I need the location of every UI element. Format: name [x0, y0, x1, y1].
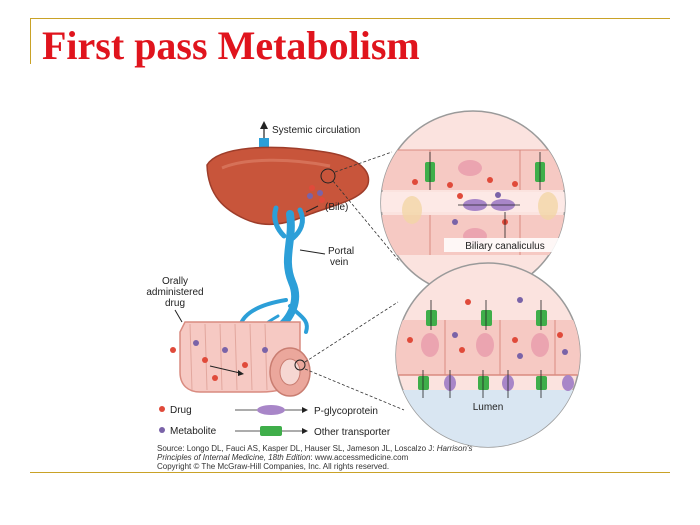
bile-drug-dot — [319, 197, 325, 203]
systemic-arrowhead — [260, 121, 268, 129]
cell-border — [444, 320, 556, 375]
legend-other-swatch — [260, 426, 282, 436]
liver-highlight — [221, 158, 331, 170]
copyright-line: Copyright © The McGraw-Hill Companies, I… — [157, 462, 389, 471]
portal-vein-pointer — [299, 249, 326, 255]
metabolite-dot — [562, 349, 568, 355]
intestine-drug-dot — [212, 375, 218, 381]
intestine-zoom-marker — [294, 359, 306, 371]
metabolite-dot — [452, 332, 458, 338]
bile-label: (Bile) — [325, 202, 348, 213]
slide-title: First pass Metabolism — [42, 23, 420, 68]
bile-metabolite-dot — [307, 193, 313, 199]
bottom-rule — [30, 472, 670, 473]
intestine-zoom-line — [304, 301, 399, 363]
source-line-1: Source: Longo DL, Fauci AS, Kasper DL, H… — [157, 444, 472, 453]
biliary-canaliculus-label: Biliary canaliculus — [465, 241, 544, 252]
nucleus — [476, 333, 494, 357]
oral-drug-label: Orally — [162, 276, 188, 287]
bile-duct-cell — [402, 196, 422, 224]
left-rule — [30, 18, 31, 64]
oral-drug-label: administered — [146, 287, 203, 298]
legend-other-label: Other transporter — [314, 427, 391, 438]
lumen-label: Lumen — [473, 402, 504, 413]
drug-dot — [459, 347, 465, 353]
legend-other-arrowhead — [302, 428, 308, 434]
liver-zoom-marker — [320, 168, 336, 184]
metabolite-dot — [452, 219, 458, 225]
legend-pgp-arrowhead — [302, 407, 308, 413]
portal-vein-label: vein — [330, 257, 348, 268]
drug-dot — [412, 179, 418, 185]
other-transporter — [536, 376, 547, 390]
intestine-drug-dot — [242, 362, 248, 368]
legend-drug-swatch — [159, 406, 165, 412]
oral-drug-pointer — [174, 309, 183, 323]
metabolite-dot — [517, 297, 523, 303]
liver-zoom-line — [334, 151, 393, 173]
bile-arrow — [305, 205, 319, 213]
drug-dot — [465, 299, 471, 305]
legend-drug-label: Drug — [170, 405, 192, 416]
systemic-circulation-label: Systemic circulation — [272, 125, 360, 136]
legend-pgp-swatch — [257, 405, 285, 415]
intestinal-lumen-zoom: Lumen — [395, 262, 581, 448]
oral-drug-dot — [170, 347, 176, 353]
liver-zoom-line — [332, 180, 401, 263]
portal-vein — [272, 210, 300, 334]
absorption-arrow — [209, 365, 241, 374]
drug-dot — [407, 337, 413, 343]
other-transporter — [536, 310, 547, 326]
intestine-drug-dot — [202, 357, 208, 363]
metabolite-dot — [495, 192, 501, 198]
intestine-metabolite-dot — [222, 347, 228, 353]
metabolite-dot — [517, 353, 523, 359]
legend: Drug Metabolite P-glycoprotein Other tra… — [159, 405, 391, 438]
intestine-metabolite-dot — [262, 347, 268, 353]
other-transporter — [418, 376, 429, 390]
drug-dot — [512, 337, 518, 343]
p-glycoprotein — [562, 375, 574, 391]
source-line-2: Principles of Internal Medicine, 18th Ed… — [157, 453, 409, 462]
lumen-area — [396, 390, 580, 447]
drug-dot — [447, 182, 453, 188]
portal-vein-label: Portal — [328, 246, 354, 257]
top-rule — [30, 18, 670, 19]
nucleus — [421, 333, 439, 357]
label-bg — [444, 238, 566, 252]
bile-drug-dot — [309, 185, 315, 191]
absorption-arrowhead — [238, 370, 244, 376]
legend-pgp-label: P-glycoprotein — [314, 406, 378, 417]
portal-branch — [290, 207, 305, 241]
nucleus — [531, 333, 549, 357]
oral-drug-label: drug — [165, 298, 185, 309]
legend-metabolite-label: Metabolite — [170, 426, 217, 437]
other-transporter — [478, 376, 489, 390]
drug-dot — [557, 332, 563, 338]
other-transporter — [426, 310, 437, 326]
oral-metabolite-dot — [193, 340, 199, 346]
portal-branch — [272, 205, 287, 239]
drug-dot — [512, 181, 518, 187]
mesenteric-branch — [288, 304, 309, 334]
legend-metabolite-swatch — [159, 427, 165, 433]
bile-duct-cell — [538, 192, 558, 220]
intestine-zoom-line — [304, 368, 405, 411]
bile-metabolite-dot — [317, 190, 323, 196]
other-transporter — [481, 310, 492, 326]
drug-dot — [457, 193, 463, 199]
nucleus — [458, 160, 482, 176]
intestine-lumen-opening — [279, 358, 301, 386]
drug-dot — [487, 177, 493, 183]
biliary-canaliculus-zoom: Biliary canaliculus — [380, 110, 566, 296]
intestine-folds — [189, 323, 268, 391]
